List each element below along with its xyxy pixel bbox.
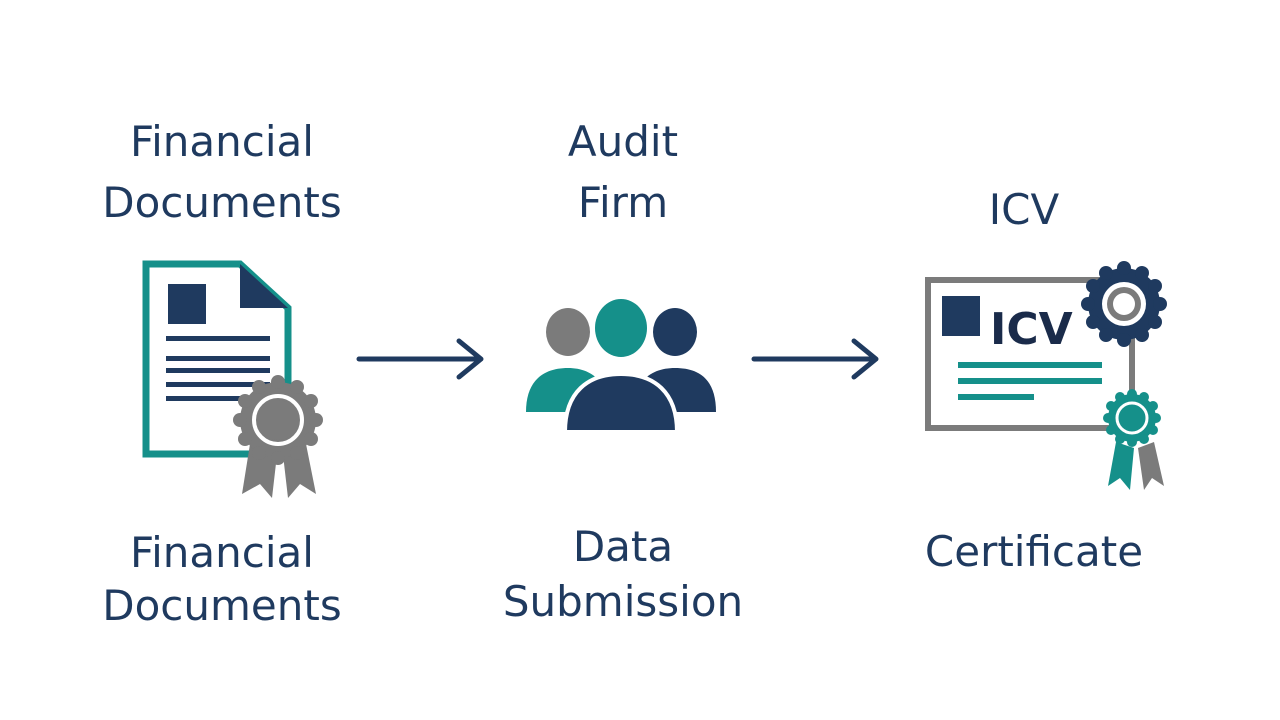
step-1-caption-line-2: Documents xyxy=(102,580,342,630)
step-3-title: ICV xyxy=(874,180,1174,241)
certificate-icv-text: ICV xyxy=(990,304,1073,355)
step-2-title: Audit Firm xyxy=(473,112,773,234)
step-2-caption-line-1: Data xyxy=(572,522,674,571)
step-3-caption: Certificate xyxy=(884,522,1184,583)
step-2-caption: Data Submission xyxy=(473,520,773,629)
arrow-right-icon xyxy=(356,338,484,380)
certificate-graphic: ICV xyxy=(925,261,1167,490)
step-1-title-line-1: Financial xyxy=(130,117,314,166)
people-group-icon xyxy=(526,299,716,434)
step-2-title-line-1: Audit xyxy=(567,117,679,166)
step-1-title: Financial Documents xyxy=(72,112,372,234)
step-2-title-line-2: Firm xyxy=(577,177,669,227)
certificate-icon: ICV xyxy=(920,258,1170,493)
arrow-right-icon xyxy=(751,338,879,380)
step-2-caption-line-2: Submission xyxy=(502,576,744,626)
step-1-caption-line-1: Financial xyxy=(130,528,314,577)
step-3-caption-line-1: Certificate xyxy=(924,527,1144,576)
step-3-title-line-1: ICV xyxy=(988,185,1060,234)
step-1-caption: Financial Documents xyxy=(72,527,372,632)
step-1-title-line-2: Documents xyxy=(102,177,342,227)
document-with-seal-icon xyxy=(142,260,323,498)
